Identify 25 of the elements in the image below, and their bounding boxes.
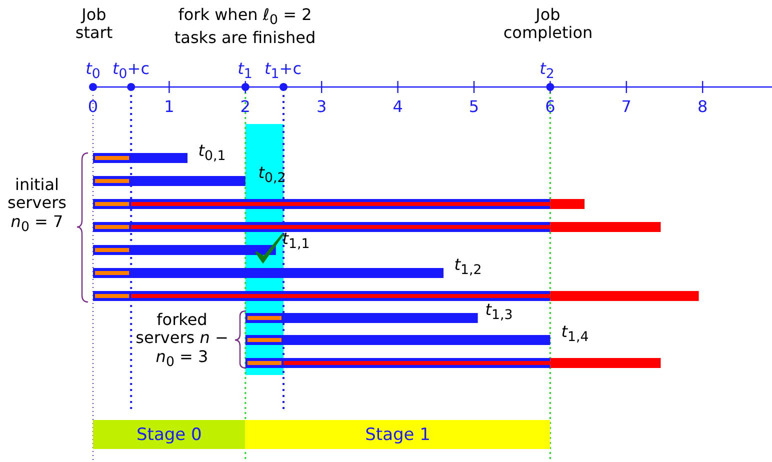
- task-label: t$_{0,1}$: [197, 142, 227, 164]
- group-label: initial servers n$_{0}$ = 7: [6, 176, 68, 236]
- group-label: forked servers n − n$_{0}$ = 3: [134, 311, 230, 370]
- tick-label: 1: [163, 98, 176, 116]
- annotation-text: fork when ℓ$_{0}$ = 2 tasks are finished: [173, 6, 317, 47]
- tick-label: 2: [239, 98, 252, 116]
- task-label: t$_{1,2}$: [453, 256, 483, 278]
- time-label: t$_{2}$: [538, 60, 556, 82]
- stage-bar: Stage 1: [245, 420, 550, 449]
- task-label: t$_{1,3}$: [484, 301, 514, 324]
- annotation-text: Job start: [74, 6, 114, 43]
- task-label: t$_{1,4}$: [560, 323, 590, 346]
- tick-label: 7: [620, 98, 632, 116]
- tick-label: 5: [468, 98, 480, 116]
- tick-label: 8: [696, 98, 709, 116]
- tick-label: 3: [316, 98, 328, 116]
- annotation-text: Job completion: [502, 6, 594, 43]
- tick-label: 6: [544, 98, 556, 116]
- time-label: t$_{1}$: [236, 60, 254, 82]
- time-label: t$_{0}$: [84, 60, 102, 82]
- time-label: t$_{1}$+c: [264, 60, 302, 82]
- stage-bar: Stage 0: [93, 420, 246, 449]
- tick-label: 4: [392, 98, 404, 116]
- time-label: t$_{0}$+c: [112, 60, 150, 82]
- tick-label: 0: [86, 98, 100, 116]
